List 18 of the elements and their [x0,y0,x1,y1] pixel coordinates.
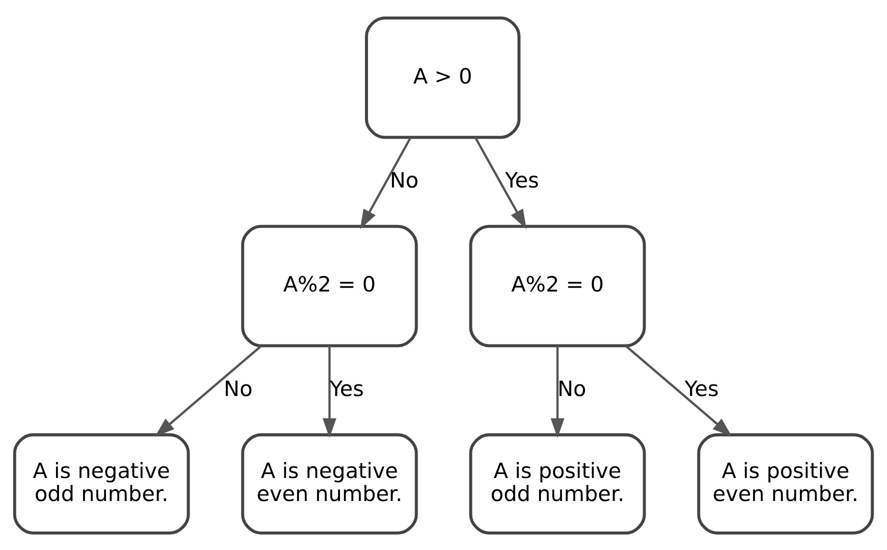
edge-label: Yes [504,166,540,192]
node-box: A > 0 [364,16,520,138]
node-box: A is positive odd number. [469,432,646,534]
edge-label: No [224,375,253,400]
node-box: A is negative odd number. [13,432,190,534]
arrow [474,136,527,229]
arrow [625,344,732,436]
arrow [550,346,564,438]
node-box: A is negative even number. [241,432,418,534]
node-box: A%2 = 0 [241,224,418,347]
arrow [360,136,412,229]
arrow [154,344,262,436]
node-box: A is positive even number. [697,432,874,534]
edge-label: No [557,375,586,400]
edge-label: No [390,166,419,192]
arrow [322,346,336,438]
node-box: A%2 = 0 [469,224,646,347]
edge-label: Yes [684,375,719,400]
